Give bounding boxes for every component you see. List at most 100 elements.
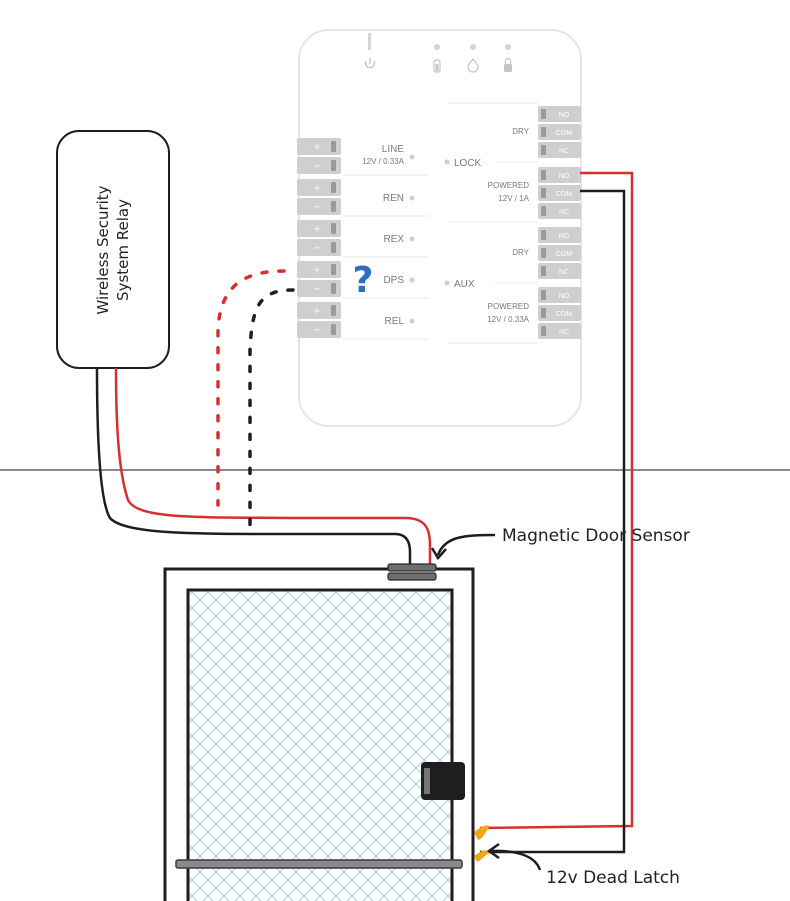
lock-led xyxy=(444,159,450,165)
dead-latch-arrow xyxy=(489,849,542,871)
door-lock-faceplate xyxy=(424,768,430,794)
pin-slot[interactable] xyxy=(538,305,581,321)
pin-slot[interactable] xyxy=(538,124,581,140)
relay-pin-com[interactable]: COM xyxy=(538,245,581,261)
terminal-screw xyxy=(331,283,336,294)
lock-powered-rating: 12V / 1A xyxy=(498,194,529,203)
relay-pin-no[interactable]: NO xyxy=(538,106,581,122)
terminal-slot-minus[interactable] xyxy=(297,198,341,215)
terminal-screw xyxy=(331,264,336,275)
aux-dry-label: DRY xyxy=(512,248,529,257)
question-mark: ? xyxy=(353,260,374,301)
relay-pin-com[interactable]: COM xyxy=(538,185,581,201)
status-icons xyxy=(364,33,512,73)
door-lock-body xyxy=(421,762,465,800)
pin-slot[interactable] xyxy=(538,203,581,219)
pin-slot[interactable] xyxy=(538,227,581,243)
door-sensor-arrow xyxy=(436,533,496,556)
terminal-slot-plus[interactable] xyxy=(297,261,341,278)
pin-label: COM xyxy=(556,130,573,137)
relay-pin-com[interactable]: COM xyxy=(538,305,581,321)
pin-slot[interactable] xyxy=(538,287,581,303)
relay-pin-nc[interactable]: NC xyxy=(538,263,581,279)
pin-slot[interactable] xyxy=(538,185,581,201)
pin-screw xyxy=(541,188,546,198)
relay-pin-nc[interactable]: NC xyxy=(538,323,581,339)
relay-pin-nc[interactable]: NC xyxy=(538,203,581,219)
terminal-screw xyxy=(331,201,336,212)
relay-pin-no[interactable]: NO xyxy=(538,227,581,243)
relay-box-label: Wireless Security System Relay xyxy=(94,185,132,314)
pin-label: COM xyxy=(556,251,573,258)
terminal-screw xyxy=(331,141,336,152)
pin-label: NC xyxy=(559,209,569,216)
relay-black-wire xyxy=(95,367,412,566)
pin-screw xyxy=(541,170,546,180)
aux-led xyxy=(444,280,450,286)
pin-screw xyxy=(541,109,546,119)
door-sensor-switch xyxy=(387,572,437,581)
push-bar xyxy=(175,859,463,869)
terminal-slot-plus[interactable] xyxy=(297,220,341,237)
terminal-slot-plus[interactable] xyxy=(297,138,341,155)
terminal-slot-minus[interactable] xyxy=(297,321,341,338)
pin-label: NC xyxy=(559,329,569,336)
latch-flame xyxy=(474,825,490,840)
power-icon xyxy=(364,33,376,69)
pin-label: NC xyxy=(559,269,569,276)
terminal-slot-plus[interactable] xyxy=(297,302,341,319)
door-glass xyxy=(186,588,454,901)
terminal-minus-sign: − xyxy=(314,202,320,214)
arrow-head xyxy=(430,547,447,561)
pin-screw xyxy=(541,127,546,137)
relay-pin-com[interactable]: COM xyxy=(538,124,581,140)
pin-screw xyxy=(541,206,546,216)
terminal-slot-plus[interactable] xyxy=(297,179,341,196)
terminal-led xyxy=(409,318,415,324)
terminal-led xyxy=(409,154,415,160)
door-sensor-magnet xyxy=(387,563,437,572)
lock-black-wire xyxy=(480,189,626,854)
terminal-plus-sign: + xyxy=(314,183,320,195)
pin-screw xyxy=(541,290,546,300)
pin-slot[interactable] xyxy=(538,263,581,279)
terminal-plus-sign: + xyxy=(314,142,320,154)
door-sensor-label: Magnetic Door Sensor xyxy=(502,526,690,546)
aux-label: AUX xyxy=(454,279,475,290)
terminal-slot-minus[interactable] xyxy=(297,157,341,174)
pin-label: COM xyxy=(556,311,573,318)
pin-label: COM xyxy=(556,191,573,198)
relay-pin-nc[interactable]: NC xyxy=(538,142,581,158)
relay-label-line1: Wireless Security xyxy=(94,185,112,314)
terminal-screw xyxy=(331,182,336,193)
relay-red-wire xyxy=(114,367,432,566)
pin-label: NO xyxy=(559,233,570,240)
terminal-minus-sign: − xyxy=(314,243,320,255)
dead-latch-callout: 12v Dead Latch xyxy=(486,842,680,888)
terminal-screw xyxy=(331,223,336,234)
pin-slot[interactable] xyxy=(538,323,581,339)
terminal-ren: +−REN xyxy=(297,179,428,217)
terminal-slot-minus[interactable] xyxy=(297,239,341,256)
pin-slot[interactable] xyxy=(538,142,581,158)
terminal-screw xyxy=(331,242,336,253)
terminal-dps: +−DPS xyxy=(297,261,428,299)
pin-slot[interactable] xyxy=(538,245,581,261)
relay-pin-no[interactable]: NO xyxy=(538,167,581,183)
pin-slot[interactable] xyxy=(538,167,581,183)
terminal-minus-sign: − xyxy=(314,325,320,337)
pin-slot[interactable] xyxy=(538,106,581,122)
arrow-head xyxy=(486,842,500,860)
aux-powered-rating: 12V / 0.33A xyxy=(487,315,529,324)
door-frame xyxy=(163,567,475,901)
terminal-led xyxy=(409,195,415,201)
terminal-plus-sign: + xyxy=(314,265,320,277)
pin-screw xyxy=(541,326,546,336)
dps-red-dashed-wire xyxy=(216,269,286,507)
wireless-relay: Wireless Security System Relay xyxy=(56,130,170,369)
terminal-slot-minus[interactable] xyxy=(297,280,341,297)
terminal-led xyxy=(409,277,415,283)
relay-pin-no[interactable]: NO xyxy=(538,287,581,303)
pin-label: NC xyxy=(559,148,569,155)
